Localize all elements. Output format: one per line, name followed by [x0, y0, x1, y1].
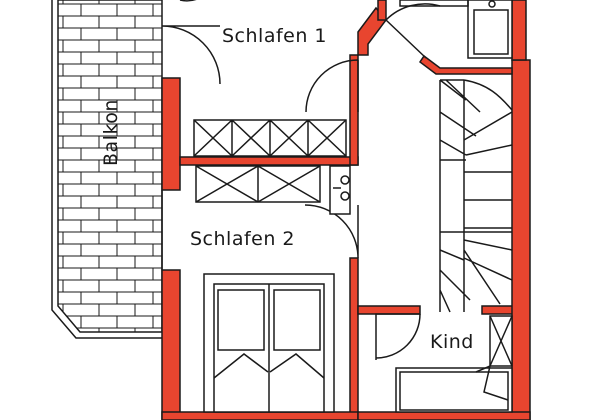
wall-right — [511, 59, 531, 420]
wardrobe-schlafen1 — [193, 119, 347, 157]
wall-bedroom-divider — [179, 156, 359, 166]
kind-furniture — [395, 315, 513, 413]
walls — [161, 0, 531, 420]
wall-hall-left-lower — [349, 257, 359, 420]
wall-hall-left-upper — [349, 54, 359, 166]
wall-top-stub — [377, 0, 387, 21]
wall-left-upper — [161, 77, 181, 191]
room-label-schlafen1: Schlafen 1 — [222, 25, 327, 47]
wall-kitchen-corner — [418, 54, 513, 75]
door-schlafen1 — [305, 59, 359, 113]
wall-bottom-left — [161, 411, 359, 420]
room-label-kind: Kind — [430, 331, 474, 353]
wall-bottom-right — [357, 411, 531, 420]
doors — [161, 0, 441, 360]
staircase — [439, 79, 513, 313]
door-kind — [375, 313, 421, 360]
cabinet-stack — [329, 165, 351, 215]
door-top — [179, 0, 197, 2]
door-hall-angled — [385, 3, 441, 59]
wall-right-top — [511, 0, 527, 61]
wall-left-lower — [161, 269, 181, 420]
door-balkon — [161, 25, 221, 85]
door-schlafen2 — [304, 204, 359, 259]
room-label-schlafen2: Schlafen 2 — [190, 228, 295, 250]
room-label-balkon: Balkon — [100, 99, 122, 166]
wall-kind-top — [357, 305, 421, 315]
bed — [203, 273, 335, 413]
wardrobe-schlafen2 — [195, 165, 321, 203]
kitchen-appliances — [399, 0, 513, 59]
balcony — [51, 0, 163, 339]
